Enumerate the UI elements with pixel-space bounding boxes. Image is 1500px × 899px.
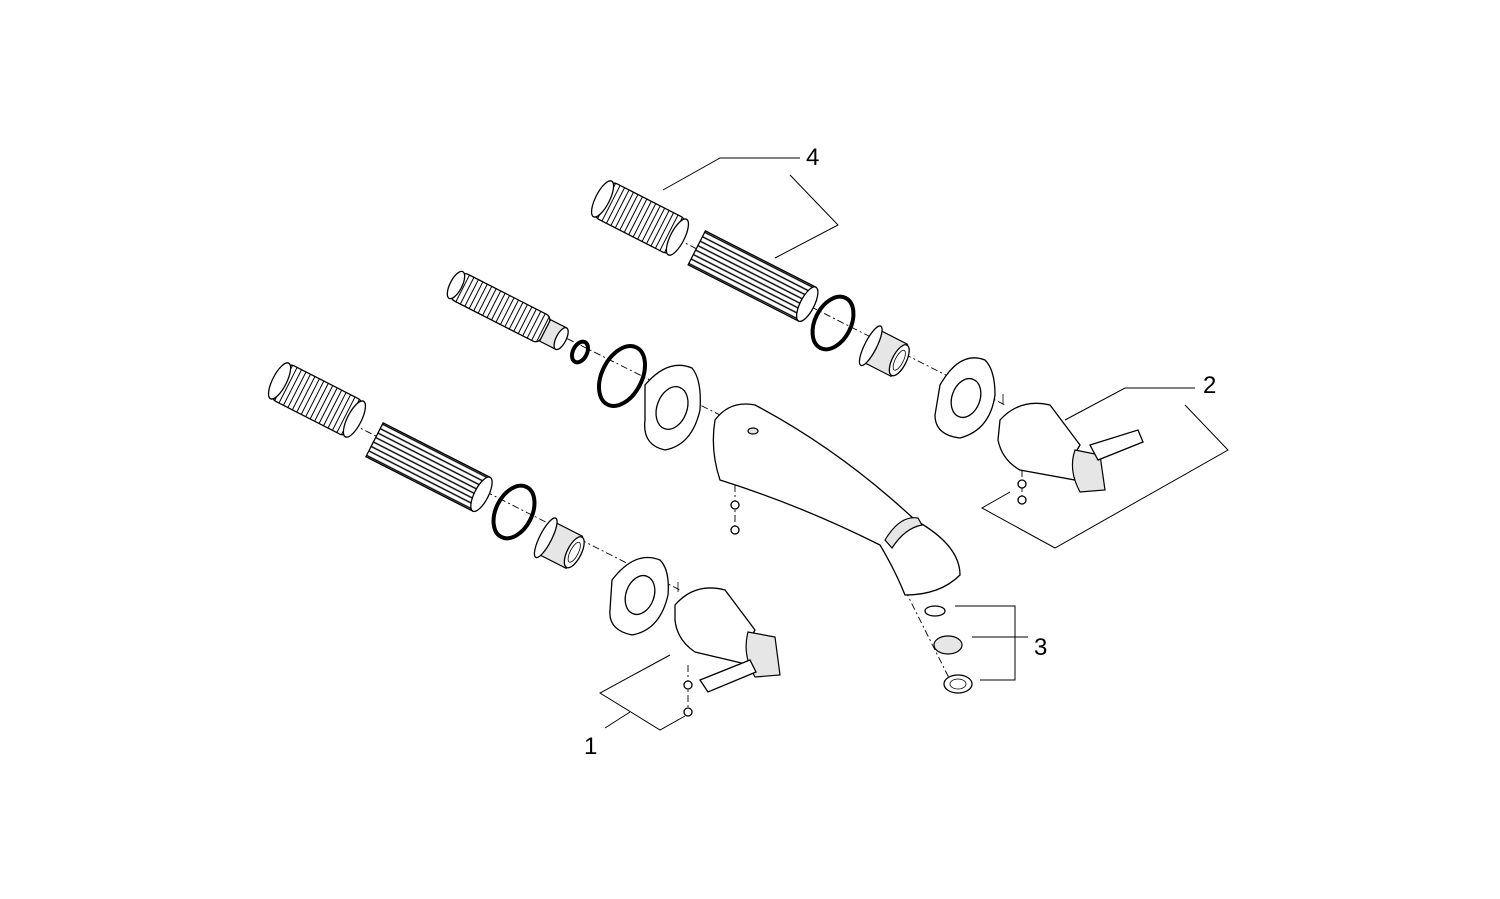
small-o-ring-center [570,339,590,365]
fluted-extension-left [365,421,493,513]
corrugated-sleeve-left [267,362,367,438]
callout-label-4: 4 [806,144,820,171]
callout-leader-3 [955,605,1028,681]
escutcheon-center [644,364,701,451]
handle-2 [997,394,1144,505]
aerator-parts [924,605,973,694]
callout-label-3: 3 [1034,634,1048,661]
fluted-extension-top [687,230,819,323]
callout-leader-1 [599,654,686,731]
callout-leader-2 [980,387,1229,549]
flange-nut-top [858,325,910,378]
o-ring-left [491,483,537,541]
escutcheon-right [934,357,996,439]
o-ring-center [597,344,647,408]
handle-1 [674,582,781,717]
o-ring-top [810,294,856,352]
callout-leader-4 [662,157,839,259]
spout [712,403,961,596]
corrugated-sleeve-top [590,180,690,256]
callout-label-1: 1 [584,733,598,760]
corrugated-sleeve-center [446,270,569,351]
escutcheon-left [609,556,669,636]
flange-nut-left [533,517,585,570]
callout-label-2: 2 [1203,372,1217,399]
